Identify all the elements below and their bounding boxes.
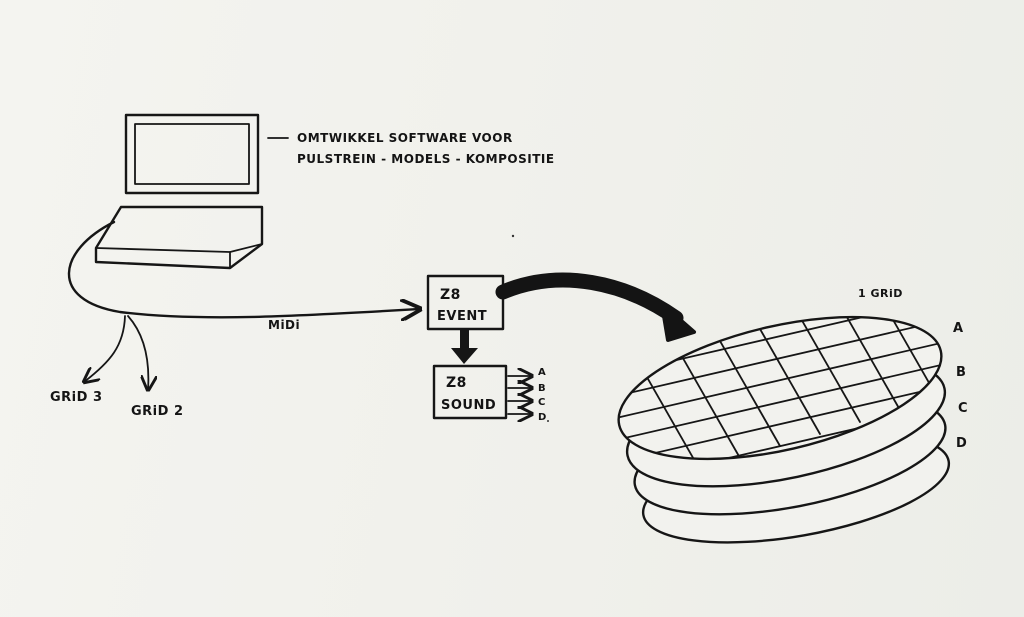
grid-disk-a <box>617 315 943 461</box>
grid3-cable <box>84 315 126 382</box>
output-label-a: A <box>538 367 546 378</box>
grid3-label: GRiD 3 <box>50 390 103 405</box>
event-to-sound-arrow <box>451 330 478 364</box>
sound-box-line-1: Z8 <box>446 375 467 391</box>
midi-label: MiDi <box>268 318 300 332</box>
midi-cable <box>67 220 420 317</box>
output-label-b: B <box>538 383 546 394</box>
annotation-line-2: PULSTREIN - MODELS - KOMPOSITIE <box>297 152 555 166</box>
grid-stack <box>605 290 955 544</box>
paper-speck <box>547 420 549 422</box>
z8-event-box: Z8 EVENT <box>426 274 505 331</box>
event-box-line-2: EVENT <box>437 309 487 324</box>
sound-outputs: A B C D <box>507 367 547 423</box>
layer-label-d: D <box>956 436 967 451</box>
layer-label-b: B <box>956 365 966 380</box>
paper-speck <box>511 234 515 238</box>
laptop-icon <box>94 113 264 270</box>
event-box-line-1: Z8 <box>440 287 461 303</box>
layer-label-c: C <box>958 401 968 416</box>
grid2-label: GRiD 2 <box>131 404 184 419</box>
z8-sound-box: Z8 SOUND <box>432 364 508 420</box>
output-label-c: C <box>538 397 546 408</box>
grid-stack-label: 1 GRiD <box>858 287 903 300</box>
output-label-d: D <box>538 412 547 423</box>
grid2-cable <box>127 315 148 390</box>
event-to-grid-arrow <box>495 272 696 342</box>
sound-box-line-2: SOUND <box>441 398 496 413</box>
annotation-line-1: OMTWIKKEL SOFTWARE VOOR <box>297 131 513 145</box>
layer-label-a: A <box>953 321 964 336</box>
